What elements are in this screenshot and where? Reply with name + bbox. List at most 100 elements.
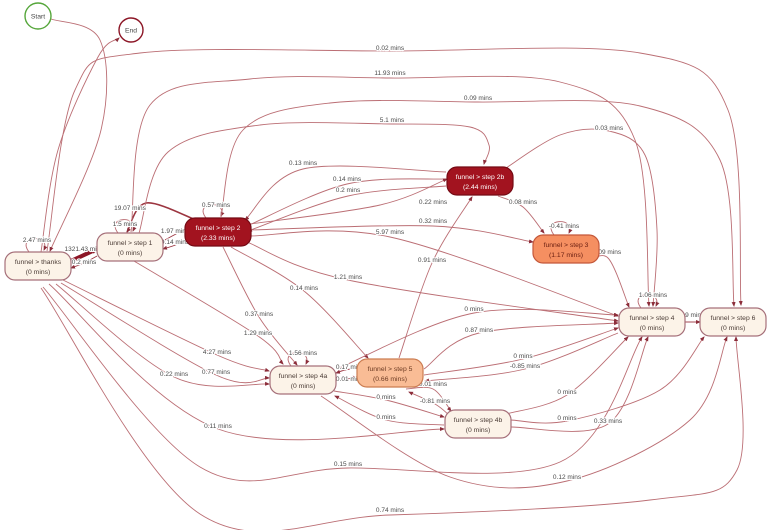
edge-label: 0 mins: [557, 415, 577, 422]
edge-step5-to-step4: [423, 321, 619, 370]
node-step5[interactable]: funnel > step 5(0.66 mins): [356, 358, 424, 388]
edge-step2-to-step6: [220, 100, 736, 307]
node-title: funnel > step 5: [368, 366, 413, 373]
edge-step4-to-step4: [637, 294, 660, 309]
edge-label: 0.01 mins: [419, 381, 448, 388]
node-title: funnel > thanks: [15, 259, 62, 266]
edge-step5-to-step4a: [335, 367, 358, 374]
node-start[interactable]: Start: [24, 2, 52, 30]
node-step1[interactable]: funnel > step 1 (0 mins): [96, 232, 164, 262]
edge-step4b-to-step4a: [334, 395, 445, 426]
node-step4a[interactable]: funnel > step 4a (0 mins): [269, 365, 337, 395]
node-duration: (2.44 mins): [463, 184, 497, 191]
edge-step1-to-thanks: [70, 255, 98, 269]
edge-step4a-to-step6: [320, 336, 728, 489]
edge-label: -0.41 mins: [549, 223, 580, 230]
node-step6[interactable]: funnel > step 6 (0 mins): [699, 307, 767, 337]
edge-step4b-to-step5: [408, 391, 450, 416]
edge-label: 0.9 mins: [680, 312, 705, 319]
node-step2b[interactable]: funnel > step 2b (2.44 mins): [446, 166, 514, 196]
edge-step4b-to-step4: [505, 336, 629, 415]
edge-step5-to-step4b: [405, 386, 452, 412]
edge-step4a-to-step4b: [333, 390, 445, 418]
node-step3[interactable]: funnel > step 3 (1.17 mins): [532, 234, 600, 264]
edge-label: 5.97 mins: [376, 229, 405, 236]
node-title: funnel > step 4a: [279, 373, 328, 380]
edge-step2b-to-step2: [247, 185, 447, 232]
edge-step2-to-step4: [249, 230, 619, 317]
edge-step4a-to-step4: [336, 308, 619, 370]
edge-label: 11.93 mins: [374, 70, 406, 77]
edge-step3-to-step3: [550, 221, 573, 236]
edge-thanks-to-step4a: [60, 282, 270, 384]
edge-step2-to-step5: [230, 246, 369, 359]
edge-thanks-to-end: [40, 37, 120, 253]
edge-label: 0.09 mins: [464, 95, 493, 102]
edge-thanks-to-thanks: [25, 238, 48, 253]
node-duration: (0 mins): [118, 250, 143, 257]
node-duration: (0 mins): [291, 383, 316, 390]
node-thanks[interactable]: funnel > thanks(0 mins): [4, 251, 72, 281]
edge-thanks-to-step1: [70, 247, 99, 263]
node-step4[interactable]: funnel > step 4 (0 mins): [618, 307, 686, 337]
node-label: Start: [31, 14, 45, 21]
edge-step1-to-step4a: [133, 260, 284, 365]
node-label: End: [125, 28, 137, 35]
edge-thanks-to-step6: [40, 287, 744, 530]
edge-step2b-to-step4: [502, 128, 658, 307]
edge-step3-to-step4: [585, 255, 630, 308]
edge-label: 0.32 mins: [419, 218, 448, 225]
edge-step4-to-step5: [424, 332, 619, 383]
node-duration: (0 mins): [721, 325, 746, 332]
edge-label: 1.5 mins: [113, 221, 138, 228]
node-step2[interactable]: funnel > step 2(2.33 mins): [184, 217, 252, 247]
edge-step2b-to-step3: [497, 195, 545, 234]
edge-step4b-to-step6: [510, 336, 705, 424]
edge-label: 0.02 mins: [376, 45, 405, 52]
edge-label: 0.33 mins: [594, 418, 623, 425]
edge-label: -0.81 mins: [420, 398, 451, 405]
edge-label: 0 mins: [513, 353, 533, 360]
edge-label: 0.14 mins: [161, 239, 190, 246]
node-duration: (1.17 mins): [549, 252, 583, 259]
node-step4b[interactable]: funnel > step 4b (0 mins): [444, 409, 512, 439]
node-duration: (0 mins): [640, 325, 665, 332]
node-title: funnel > step 3: [544, 242, 589, 249]
edge-label: 1321.43 mins: [64, 246, 104, 253]
edge-label: 0 mins: [557, 389, 577, 396]
edge-label: 19.07 mins: [114, 205, 147, 212]
node-title: funnel > step 2: [196, 225, 241, 232]
node-title: funnel > step 1: [108, 240, 153, 247]
edge-thanks-to-step4: [42, 286, 643, 482]
edge-label: 0.2 mins: [336, 187, 361, 194]
edge-label: 0.09 mins: [593, 249, 622, 256]
edge-thanks-to-step4b: [48, 283, 445, 441]
node-title: funnel > step 4b: [454, 417, 503, 424]
node-end[interactable]: End: [118, 17, 144, 43]
node-title: funnel > step 6: [711, 315, 756, 322]
edge-step4b-to-step4: [510, 336, 649, 432]
edge-label: 0.87 mins: [465, 327, 494, 334]
edge-step4a-to-step5: [335, 375, 358, 382]
edge-label: 1.97 mins: [161, 228, 190, 235]
edge-label: 1.56 mins: [289, 350, 318, 357]
edge-step2b-to-step2: [244, 165, 447, 221]
edge-label: 0.37 mins: [245, 311, 274, 318]
edge-label: 4.27 mins: [203, 349, 232, 356]
node-duration: (0 mins): [466, 427, 491, 434]
edge-label: 1.06 mins: [639, 292, 668, 299]
node-title: funnel > step 4: [630, 315, 675, 322]
edge-label: 0.14 mins: [333, 176, 362, 183]
edge-label: 0.13 mins: [289, 160, 318, 167]
edge-label: 0 mins: [376, 394, 396, 401]
edge-label: 5.1 mins: [380, 117, 405, 124]
edge-label: 0.15 mins: [334, 461, 363, 468]
edge-step1-to-step2b: [138, 122, 490, 234]
node-title: funnel > step 2b: [456, 174, 505, 181]
edge-step1-to-step4: [130, 75, 651, 307]
edge-start-to-thanks: [49, 18, 108, 252]
